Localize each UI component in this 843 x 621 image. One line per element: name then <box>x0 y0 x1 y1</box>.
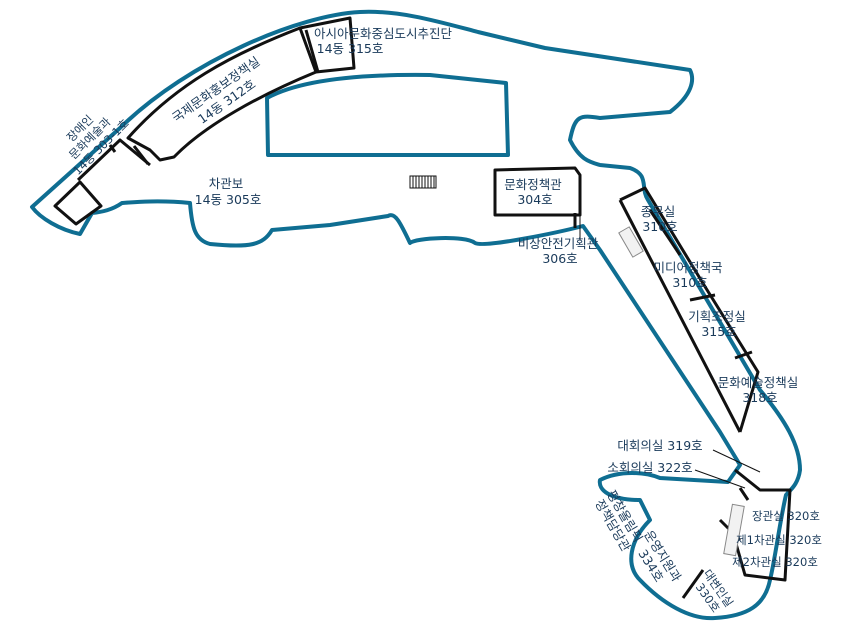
culture-policy-label: 문화정책관 304호 <box>504 177 566 207</box>
asia-culture-label: 아시아문화중심도시추진단 14동 315호 <box>314 26 456 56</box>
stairs-icon <box>409 175 437 189</box>
emergency-planning-label: 비상안전기획관 306호 <box>518 236 603 266</box>
minister-label: 장관실 320호 <box>752 509 820 523</box>
elevator-core-icon <box>618 226 745 557</box>
media-policy-label: 미디어정책국 310호 <box>654 260 727 290</box>
first-vice-label: 제1차관실 320호 <box>736 533 822 547</box>
planning-coordination-label: 기획조정실 315호 <box>688 309 750 339</box>
small-meeting-label: 소회의실 322호 <box>607 460 692 475</box>
arts-policy-label: 문화예술정책실 318호 <box>718 375 803 405</box>
large-meeting-label: 대회의실 319호 <box>617 438 702 453</box>
general-affairs-label: 종무실 310호 <box>641 204 680 234</box>
second-vice-label: 제2차관실 320호 <box>732 555 818 569</box>
vice-minister-label: 차관보 14동 305호 <box>195 176 262 207</box>
courtyard-outline <box>265 72 510 157</box>
walls <box>53 16 792 599</box>
leader-lines <box>579 215 761 489</box>
building-outline <box>30 9 802 621</box>
